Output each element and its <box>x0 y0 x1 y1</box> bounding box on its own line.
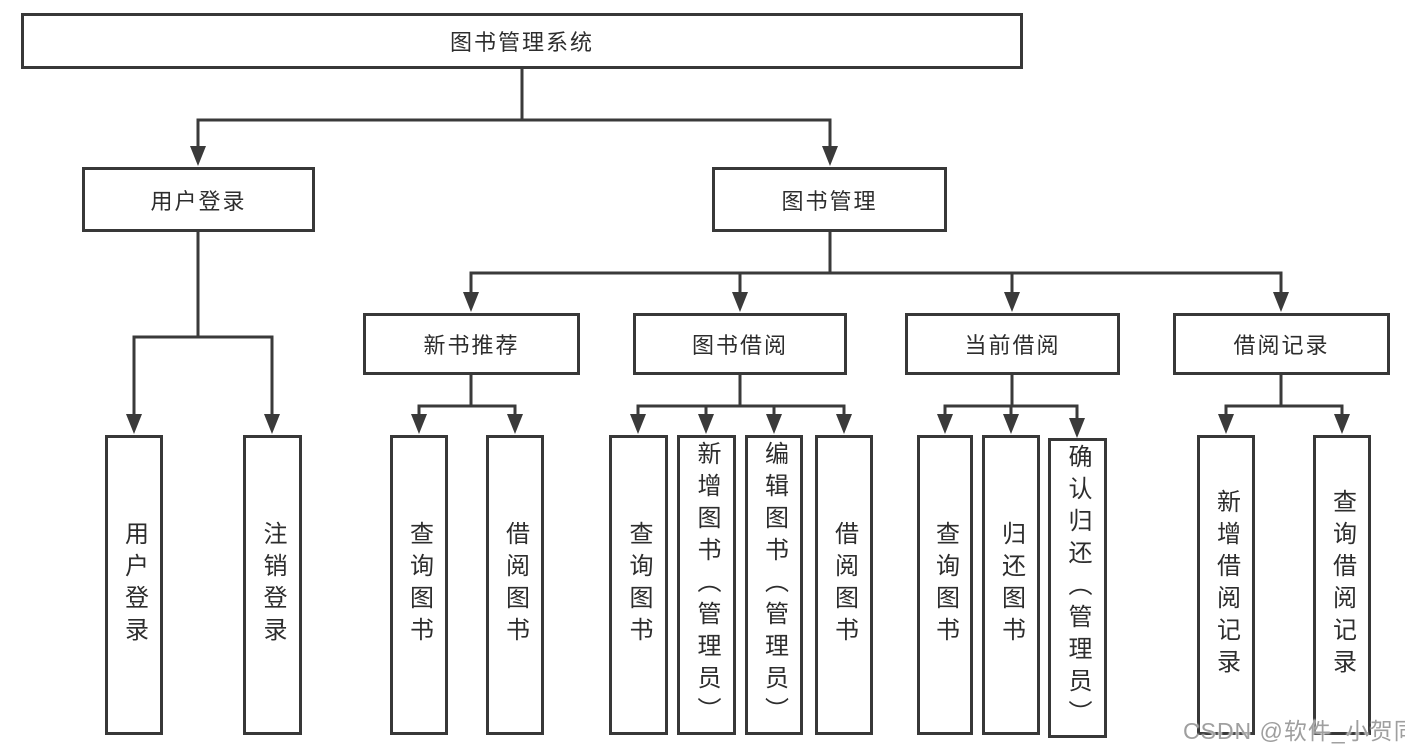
node-book-management-label: 图书管理 <box>781 188 878 214</box>
leaf-confirm-return-admin: 确认归还（管理员） <box>1048 438 1107 738</box>
leaf-return-books: 归还图书 <box>982 435 1040 735</box>
leaf-return-books-label: 归还图书 <box>997 521 1025 649</box>
node-book-borrowing-label: 图书借阅 <box>691 333 788 358</box>
node-root-label: 图书管理系统 <box>449 30 594 55</box>
node-user-login: 用户登录 <box>82 167 315 232</box>
node-new-book-recommendation-label: 新书推荐 <box>423 333 520 358</box>
leaf-query-books-recommend: 查询图书 <box>390 435 448 735</box>
node-new-book-recommendation: 新书推荐 <box>363 313 580 375</box>
node-book-management: 图书管理 <box>712 167 947 232</box>
connector-new-book-recommendation-branch <box>411 375 523 434</box>
node-current-borrowing: 当前借阅 <box>905 313 1120 375</box>
leaf-query-books-borrowing-label: 查询图书 <box>625 521 652 649</box>
leaf-confirm-return-admin-label: 确认归还（管理员） <box>1064 444 1091 732</box>
leaf-logout-login-label: 注销登录 <box>259 521 286 649</box>
connector-book-management-branch <box>463 232 1289 312</box>
leaf-add-borrow-record: 新增借阅记录 <box>1197 435 1255 735</box>
leaf-query-borrow-record: 查询借阅记录 <box>1313 435 1371 735</box>
leaf-user-login-label: 用户登录 <box>120 521 148 649</box>
connector-root-to-level2 <box>190 69 838 166</box>
leaf-borrow-books-borrowing: 借阅图书 <box>815 435 873 735</box>
leaf-borrow-books-recommend-label: 借阅图书 <box>501 521 529 649</box>
connector-user-login-branch <box>126 232 280 434</box>
node-borrowing-records: 借阅记录 <box>1173 313 1390 375</box>
leaf-query-borrow-record-label: 查询借阅记录 <box>1328 489 1356 681</box>
connector-current-borrowing-branch <box>937 375 1085 438</box>
node-book-borrowing: 图书借阅 <box>633 313 847 375</box>
connector-borrowing-records-branch <box>1218 375 1350 434</box>
node-borrowing-records-label: 借阅记录 <box>1233 333 1330 358</box>
leaf-borrow-books-recommend: 借阅图书 <box>486 435 544 735</box>
leaf-add-borrow-record-label: 新增借阅记录 <box>1212 489 1240 681</box>
leaf-query-books-current: 查询图书 <box>917 435 973 735</box>
leaf-borrow-books-borrowing-label: 借阅图书 <box>830 521 858 649</box>
leaf-query-books-recommend-label: 查询图书 <box>405 521 433 649</box>
leaf-query-books-borrowing: 查询图书 <box>609 435 668 735</box>
leaf-logout-login: 注销登录 <box>243 435 302 735</box>
watermark: CSDN @软件_小贺同学 <box>1183 718 1405 744</box>
node-root: 图书管理系统 <box>21 13 1023 69</box>
node-user-login-label: 用户登录 <box>150 188 247 214</box>
leaf-add-books-admin: 新增图书（管理员） <box>677 435 736 735</box>
leaf-edit-books-admin: 编辑图书（管理员） <box>745 435 803 735</box>
leaf-add-books-admin-label: 新增图书（管理员） <box>693 441 720 729</box>
leaf-query-books-current-label: 查询图书 <box>931 521 959 649</box>
leaf-edit-books-admin-label: 编辑图书（管理员） <box>760 441 788 729</box>
node-current-borrowing-label: 当前借阅 <box>964 333 1061 358</box>
connector-book-borrowing-branch <box>630 375 852 434</box>
leaf-user-login: 用户登录 <box>105 435 163 735</box>
